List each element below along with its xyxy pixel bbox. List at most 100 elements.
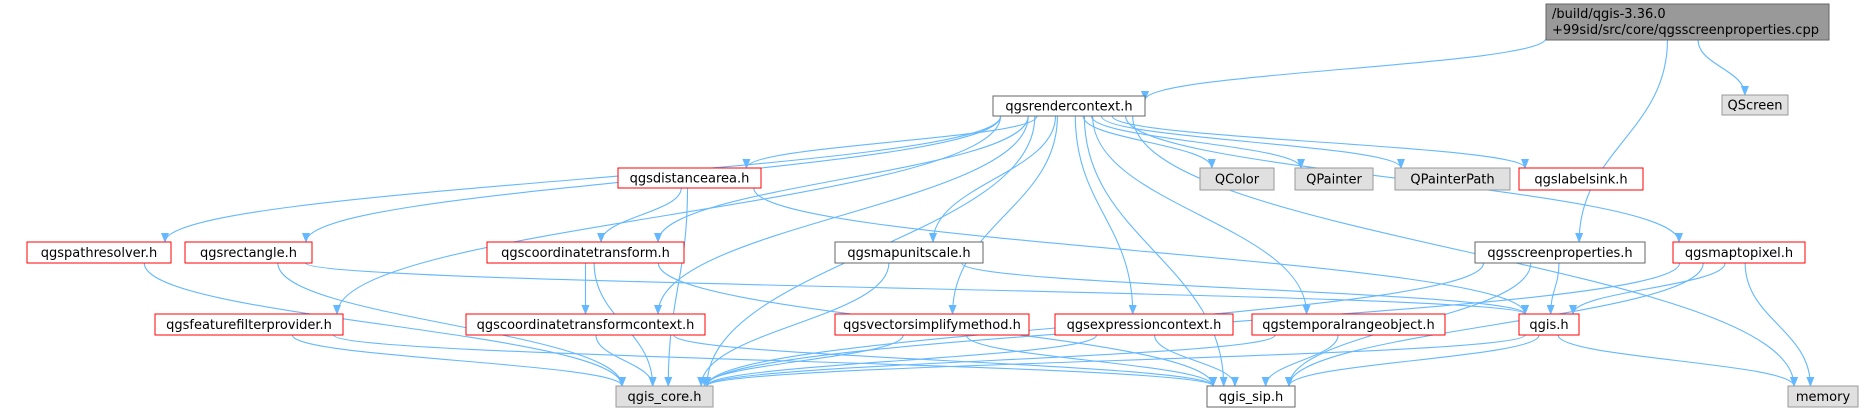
node-qgis: qgis.h [1518,313,1580,336]
node-label-qgsmapunitscale: qgsmapunitscale.h [847,246,970,261]
node-qgsexpressioncontext: qgsexpressioncontext.h [1054,313,1234,336]
node-qcolor: QColor [1199,167,1275,191]
edge-root-to-qscreen [1697,39,1749,96]
edge-qgsdistancearea-to-qgscoordinatetransform [597,187,682,243]
node-label-qgscoordinatetransform: qgscoordinatetransform.h [501,246,670,261]
node-label-memory: memory [1796,390,1851,405]
node-label-qgis-sip: qgis_sip.h [1219,390,1283,405]
node-label-qgsfeaturefilterprovider: qgsfeaturefilterprovider.h [166,318,332,333]
node-qgsscreenproperties: qgsscreenproperties.h [1474,241,1646,264]
node-qgstemporalrangeobject: qgstemporalrangeobject.h [1251,313,1446,336]
node-label-qpainter: QPainter [1306,173,1362,188]
edge-qgsmapunitscale-to-qgis-core [697,262,890,387]
edge-qgsrendercontext-to-qgstemporalrangeobject [1092,115,1311,315]
edge-qgsdistancearea-to-qgis-core [664,187,689,387]
node-qgsdistancearea: qgsdistancearea.h [617,167,762,189]
node-qgsfeaturefilterprovider: qgsfeaturefilterprovider.h [154,313,344,336]
edge-qgsrendercontext-to-qgscoordinatetransformcontext [654,115,1029,315]
node-qpainterpath: QPainterPath [1394,167,1511,191]
node-label-qgsscreenproperties: qgsscreenproperties.h [1487,246,1632,261]
node-box-qgis [1518,313,1580,336]
node-box-qgis-sip [1206,385,1296,408]
nodes: /build/qgis-3.36.0 +99sid/src/core/qgssc… [26,3,1859,408]
node-box-qgstemporalrangeobject [1251,313,1446,336]
node-qgsmaptopixel: qgsmaptopixel.h [1672,241,1806,264]
node-box-qgsrendercontext [992,95,1146,117]
edge-qgsrendercontext-to-qgsfeaturefilterprovider [333,115,1002,315]
edge-qgspathresolver-to-qgis-core [143,262,626,387]
node-label-qgsrectangle: qgsrectangle.h [200,246,297,261]
node-qgsrectangle: qgsrectangle.h [184,241,313,264]
node-box-qscreen [1721,94,1789,116]
edge-qgsrendercontext-to-qpainter [1090,115,1305,169]
node-label-qgis-core: qgis_core.h [628,390,702,405]
edge-qgscoordinatetransformcontext-to-qgis-sip [673,334,1217,387]
node-box-qgsmaptopixel [1672,241,1806,264]
node-box-qgscoordinatetransformcontext [465,313,706,336]
edge-qgscoordinatetransformcontext-to-qgis-core [595,334,657,387]
node-qgsrendercontext: qgsrendercontext.h [992,95,1146,117]
node-qgslabelsink: qgslabelsink.h [1518,167,1644,191]
edge-qgsmaptopixel-to-memory [1744,262,1815,387]
node-qgis-sip: qgis_sip.h [1206,385,1296,408]
node-qscreen: QScreen [1721,94,1789,116]
edge-qgsmaptopixel-to-qgis [1569,262,1726,315]
node-box-qgsrectangle [184,241,313,264]
node-label-qpainterpath: QPainterPath [1410,173,1494,188]
edge-qgsrendercontext-to-qgspathresolver [161,115,1002,243]
node-label-qscreen: QScreen [1728,99,1783,114]
edge-root-to-qgsscreenproperties [1575,39,1668,243]
node-memory: memory [1787,385,1859,408]
node-label-qgscoordinatetransformcontext: qgscoordinatetransformcontext.h [477,318,695,333]
node-box-memory [1787,385,1859,408]
node-label-qgsvectorsimplifymethod: qgsvectorsimplifymethod.h [843,318,1021,333]
node-label-qgsdistancearea: qgsdistancearea.h [630,172,750,187]
edge-qgsrendercontext-to-qgsexpressioncontext [1074,115,1137,315]
edge-qgis-to-qgis-core [703,334,1526,387]
node-box-qpainter [1294,167,1374,191]
node-qgsmapunitscale: qgsmapunitscale.h [834,241,984,264]
node-label-qgsmaptopixel: qgsmaptopixel.h [1685,246,1793,261]
node-box-qgsdistancearea [617,167,762,189]
node-label-qcolor: QColor [1215,173,1260,188]
node-box-qgscoordinatetransform [486,241,685,264]
edge-qgsrectangle-to-qgis-core [277,262,626,387]
node-qgsvectorsimplifymethod: qgsvectorsimplifymethod.h [834,313,1030,336]
root-file-label-line-1: /build/qgis-3.36.0 [1552,7,1666,22]
edge-qgstemporalrangeobject-to-qgis-core [703,334,1276,387]
node-box-qgspathresolver [26,241,172,264]
node-qgis-core: qgis_core.h [615,385,714,408]
node-qgscoordinatetransformcontext: qgscoordinatetransformcontext.h [465,313,706,336]
edge-qgsrendercontext-to-qgslabelsink [1111,115,1529,169]
edge-qgsmapunitscale-to-qgis [961,262,1529,315]
edge-qgsrendercontext-to-qgsdistancearea [742,115,1038,169]
node-box-qgslabelsink [1518,167,1644,191]
edge-qgis-to-qgis-sip [1285,334,1540,387]
node-qgscoordinatetransform: qgscoordinatetransform.h [486,241,685,264]
edge-qgsvectorsimplifymethod-to-qgis-sip [965,334,1217,387]
edge-qgsfeaturefilterprovider-to-qgis-core [291,334,626,387]
edge-qgsrendercontext-to-qgsmapunitscale [929,115,1057,243]
edge-qgsrendercontext-to-qgis-sip [1083,115,1228,387]
edge-qgstemporalrangeobject-to-qgis-sip [1261,334,1339,387]
edge-qgsrendercontext-to-qcolor [1082,115,1216,169]
edge-qgsvectorsimplifymethod-to-qgis-core [700,334,904,387]
root-file-box [1545,3,1830,41]
node-box-qpainterpath [1394,167,1511,191]
node-label-qgslabelsink: qgslabelsink.h [1534,173,1627,188]
edge-qgsrendercontext-to-qgscoordinatetransform [654,115,1029,243]
edge-qgsrendercontext-to-memory [1132,115,1798,387]
edge-qgis-to-memory [1557,334,1798,387]
node-label-qgis: qgis.h [1529,318,1568,333]
node-box-qgsmapunitscale [834,241,984,264]
edge-qgsrendercontext-to-qgsvectorsimplifymethod [948,115,1058,315]
node-box-qgsvectorsimplifymethod [834,313,1030,336]
edge-qgsexpressioncontext-to-qgis-core [703,334,1098,387]
node-box-qgis-core [615,385,714,408]
edge-qgsscreenproperties-to-qgis [1546,262,1560,315]
edge-qgsmaptopixel-to-qgis-sip [1285,262,1704,387]
node-qgspathresolver: qgspathresolver.h [26,241,172,264]
node-label-qgsrendercontext: qgsrendercontext.h [1005,100,1132,115]
node-box-qgsfeaturefilterprovider [154,313,344,336]
